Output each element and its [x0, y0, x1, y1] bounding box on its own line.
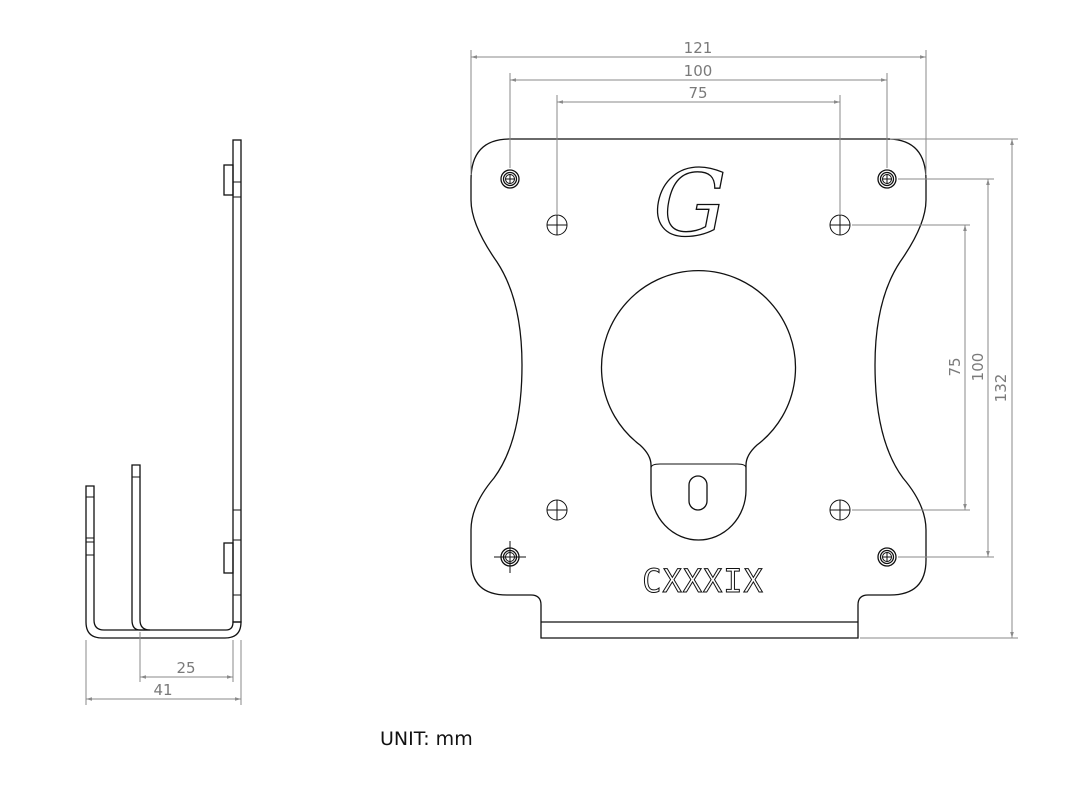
dim-75-h: 75 [688, 84, 707, 102]
plate-outline [470, 138, 927, 639]
side-base [85, 485, 242, 639]
unit-label: UNIT: mm [380, 728, 473, 750]
side-middle-leg [131, 464, 151, 631]
dim-121: 121 [684, 39, 713, 57]
slot [688, 475, 708, 511]
dim-100-h: 100 [684, 62, 713, 80]
logo-g: G [653, 150, 727, 257]
dim-100-v: 100 [969, 353, 987, 382]
side-tab-top [223, 164, 234, 196]
dim-41: 41 [153, 681, 172, 699]
plain-holes [546, 214, 851, 521]
dim-75-v: 75 [946, 357, 964, 376]
dim-132: 132 [992, 374, 1010, 403]
side-view: 25 41 [85, 139, 242, 705]
front-view: G CXXXIX 121 100 75 75 100 132 [470, 39, 1018, 639]
engraving-text: CXXXIX [642, 562, 764, 600]
side-tab-bottom [223, 542, 234, 574]
dim-25: 25 [176, 659, 195, 677]
keyhole-cutout [600, 270, 797, 541]
countersunk-holes [494, 169, 897, 573]
